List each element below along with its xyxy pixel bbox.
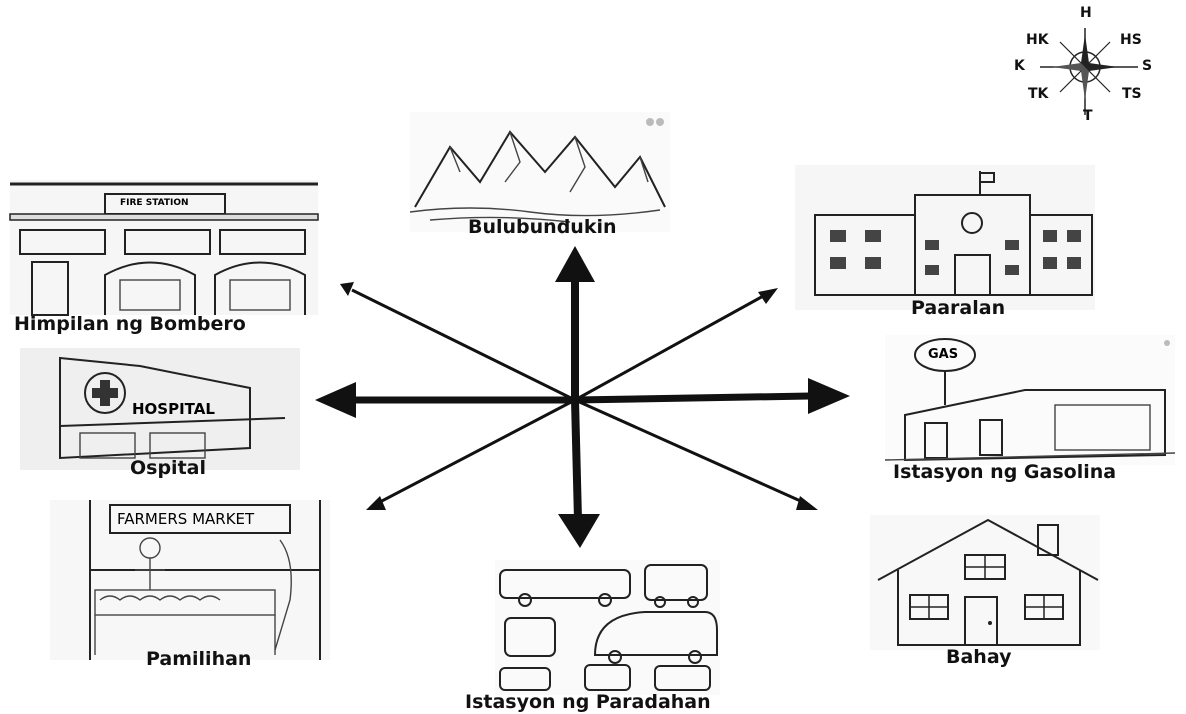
compass-west-label: K [1014, 58, 1025, 74]
arrow-north [555, 246, 595, 400]
place-label-southeast: Bahay [946, 646, 1012, 668]
fire-station-sign: FIRE STATION [120, 198, 189, 208]
house-illustration [870, 515, 1100, 650]
fire-station-illustration [9, 180, 319, 316]
place-label-south: Istasyon ng Paradahan [465, 691, 711, 713]
compass-southwest-label: TK [1028, 86, 1049, 102]
arrow-northeast [574, 288, 778, 402]
arrow-southeast [574, 398, 818, 510]
mountains-illustration [409, 112, 670, 232]
place-label-southwest: Pamilihan [146, 648, 252, 670]
arrow-southwest [366, 398, 576, 510]
market-sign: FARMERS MARKET [117, 510, 255, 528]
compass-southeast-label: TS [1122, 86, 1142, 102]
hospital-illustration [20, 348, 300, 470]
market-illustration [50, 500, 330, 660]
compass-south-label: T [1083, 108, 1093, 124]
place-label-east: Istasyon ng Gasolina [893, 461, 1117, 483]
vehicles-illustration [495, 560, 720, 695]
arrow-northwest [340, 282, 576, 402]
compass-northeast-label: HS [1120, 32, 1142, 48]
place-label-west: Ospital [130, 457, 206, 479]
compass-north-label: H [1080, 5, 1092, 21]
arrow-west [315, 382, 575, 418]
arrow-east [574, 378, 850, 414]
compass-northwest-label: HK [1026, 32, 1049, 48]
compass-east-label: S [1142, 58, 1153, 74]
arrow-south [558, 399, 600, 548]
place-label-northwest: Himpilan ng Bombero [14, 313, 246, 335]
school-illustration [795, 165, 1095, 310]
compass-rose-icon [1040, 28, 1138, 115]
gas-station-illustration [884, 335, 1176, 465]
gas-sign: GAS [928, 347, 959, 362]
hospital-sign: HOSPITAL [132, 400, 215, 418]
place-label-north: Bulubundukin [468, 216, 617, 238]
place-label-northeast: Paaralan [911, 297, 1006, 319]
